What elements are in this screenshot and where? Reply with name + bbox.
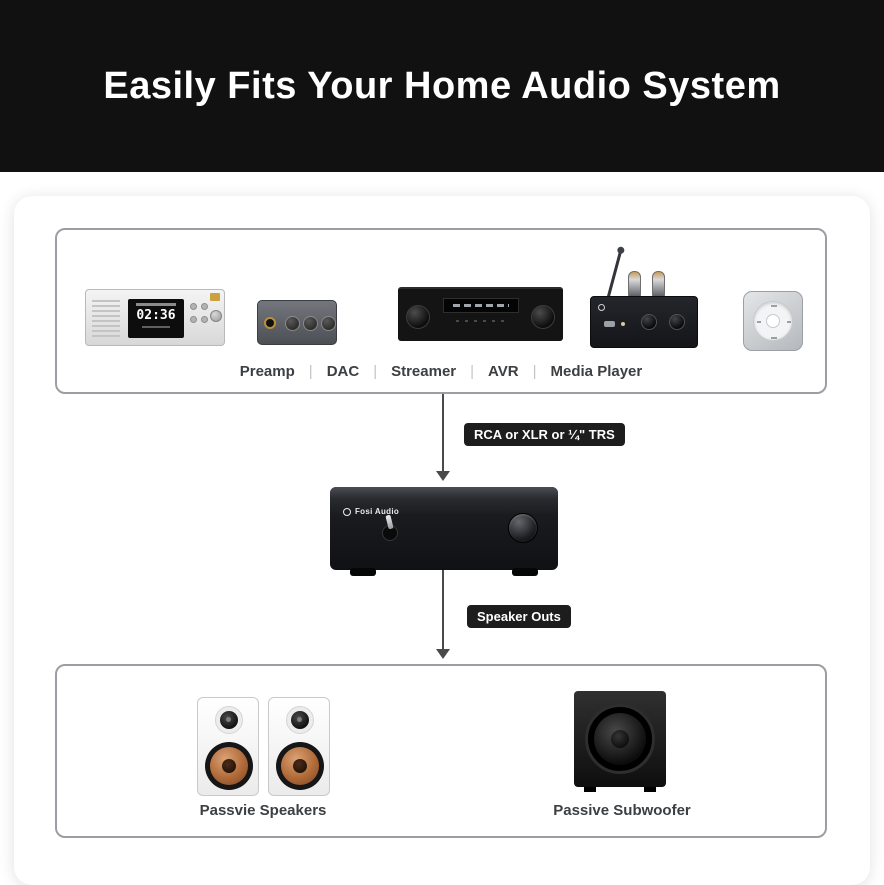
preamp-display: 02:36 bbox=[128, 299, 184, 338]
connector-line-input bbox=[442, 394, 444, 472]
speaker-woofer-cap bbox=[222, 759, 236, 773]
amplifier-image: Fosi Audio bbox=[330, 487, 558, 576]
arrow-down-icon bbox=[436, 649, 450, 659]
speaker-woofer-cap bbox=[293, 759, 307, 773]
preamp-gold-badge bbox=[210, 293, 220, 301]
next-track-mark bbox=[787, 321, 791, 323]
caption-item-dac: DAC bbox=[326, 363, 360, 380]
preamp-button bbox=[190, 316, 197, 323]
media-player-image bbox=[743, 291, 803, 351]
speaker-woofer-cone bbox=[210, 747, 248, 785]
preamp-display-botline bbox=[142, 326, 170, 328]
subwoofer-foot bbox=[584, 787, 596, 792]
speaker-tweeter bbox=[286, 706, 314, 734]
caption-item-avr: AVR bbox=[488, 363, 519, 380]
tube-amp-toggle bbox=[604, 321, 615, 327]
caption-item-preamp: Preamp bbox=[239, 363, 295, 380]
caption-separator: | bbox=[470, 363, 475, 380]
preamp-vents bbox=[92, 300, 120, 337]
preamp-button bbox=[201, 316, 208, 323]
passive-subwoofer-label: Passive Subwoofer bbox=[553, 802, 691, 819]
dac-image bbox=[257, 300, 337, 345]
dac-knob bbox=[303, 316, 318, 331]
subwoofer-cap bbox=[611, 730, 629, 748]
output-devices-box bbox=[55, 664, 827, 838]
vacuum-tube bbox=[652, 271, 665, 298]
speaker-woofer bbox=[276, 742, 324, 790]
arrow-down-icon bbox=[436, 471, 450, 481]
caption-separator: | bbox=[532, 363, 537, 380]
passive-speaker-image bbox=[268, 697, 330, 796]
subwoofer-foot bbox=[644, 787, 656, 792]
tube-amp-led bbox=[621, 322, 625, 326]
caption-item-media-player: Media Player bbox=[550, 363, 643, 380]
play-pause-button-mark bbox=[766, 314, 780, 328]
preamp-image: 02:36 bbox=[85, 289, 225, 346]
avr-knob-left bbox=[406, 305, 430, 329]
passive-subwoofer-image bbox=[574, 691, 666, 792]
volume-up-mark bbox=[771, 305, 777, 307]
preamp-button bbox=[190, 303, 197, 310]
header-banner: Easily Fits Your Home Audio System bbox=[0, 0, 884, 172]
subwoofer-cone bbox=[594, 713, 646, 765]
avr-knob-right bbox=[531, 305, 555, 329]
dac-knob bbox=[285, 316, 300, 331]
speaker-tweeter-dome bbox=[220, 711, 238, 729]
page-title: Easily Fits Your Home Audio System bbox=[103, 64, 781, 107]
tube-amp-image bbox=[590, 248, 702, 348]
amplifier-foot bbox=[350, 568, 376, 576]
speaker-tweeter bbox=[215, 706, 243, 734]
speaker-woofer-cone bbox=[281, 747, 319, 785]
media-player-click-wheel bbox=[753, 301, 793, 341]
preamp-knob bbox=[210, 310, 222, 322]
preamp-display-time: 02:36 bbox=[136, 308, 176, 323]
amplifier-brand-label: Fosi Audio bbox=[355, 507, 400, 516]
caption-separator: | bbox=[308, 363, 313, 380]
output-connection-badge: Speaker Outs bbox=[467, 605, 571, 628]
passive-speaker-image bbox=[197, 697, 259, 796]
caption-separator: | bbox=[373, 363, 378, 380]
tube-amp-logo bbox=[598, 304, 605, 311]
source-devices-caption: Preamp | DAC | Streamer | AVR | Media Player bbox=[55, 363, 827, 380]
prev-track-mark bbox=[757, 321, 761, 323]
speaker-tweeter-dot bbox=[226, 717, 231, 722]
avr-image bbox=[398, 287, 563, 341]
amplifier-volume-knob bbox=[508, 513, 538, 543]
subwoofer-driver bbox=[585, 704, 655, 774]
tube-amp-body bbox=[590, 296, 698, 348]
tube-amp-knob bbox=[669, 314, 685, 330]
caption-item-streamer: Streamer bbox=[391, 363, 457, 380]
speaker-woofer bbox=[205, 742, 253, 790]
vacuum-tube bbox=[628, 271, 641, 298]
volume-down-mark bbox=[771, 337, 777, 339]
avr-display bbox=[443, 298, 519, 313]
connector-line-output bbox=[442, 570, 444, 650]
dac-headphone-jack bbox=[264, 317, 276, 329]
preamp-button bbox=[201, 303, 208, 310]
speaker-tweeter-dome bbox=[291, 711, 309, 729]
amplifier-foot bbox=[512, 568, 538, 576]
tube-amp-knob bbox=[641, 314, 657, 330]
preamp-display-topline bbox=[136, 303, 176, 306]
input-connection-badge: RCA or XLR or ¼" TRS bbox=[464, 423, 625, 446]
dac-knob bbox=[321, 316, 336, 331]
avr-display-text bbox=[453, 304, 509, 307]
tube-amp-antenna bbox=[606, 251, 622, 301]
amplifier-logo-icon bbox=[343, 507, 351, 516]
speaker-tweeter-dot bbox=[297, 717, 302, 722]
avr-button-row bbox=[456, 320, 506, 322]
amplifier-logo: Fosi Audio bbox=[343, 507, 399, 516]
passive-speakers-label: Passvie Speakers bbox=[199, 802, 327, 819]
